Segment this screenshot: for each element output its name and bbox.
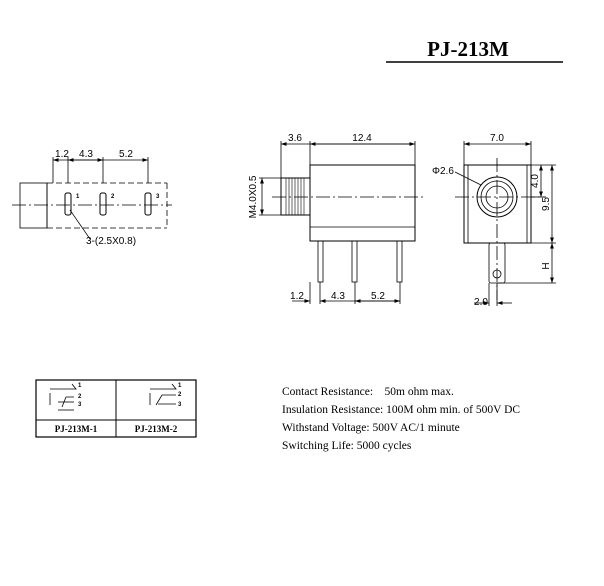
spec-insulation-resistance: Insulation Resistance: 100M ohm min. of …	[282, 404, 520, 416]
dim-bottom-1: 1.2	[55, 149, 69, 160]
slot-callout: 3-(2.5X0.8)	[86, 236, 136, 247]
spec-list: Contact Resistance: 50m ohm max. Insulat…	[282, 386, 520, 452]
variant-1-pin-2: 2	[78, 394, 82, 400]
dim-front-width: 7.0	[490, 133, 504, 144]
dim-side-bottom-1: 1.2	[290, 291, 304, 302]
variant-1-pin-3: 3	[78, 402, 82, 408]
bottom-view	[12, 157, 172, 240]
pin-label-2: 2	[111, 194, 115, 200]
front-view	[454, 141, 556, 306]
variant-table	[35, 379, 197, 438]
variant-2-pin-2: 2	[178, 392, 182, 398]
thread-spec: M4.0X0.5	[248, 175, 259, 218]
dim-front-b: 9.5	[541, 197, 552, 211]
dim-side-flange: 3.6	[288, 133, 302, 144]
variant-2-label: PJ-213M-2	[135, 424, 178, 434]
dim-bottom-2: 4.3	[79, 149, 93, 160]
dim-bottom-3: 5.2	[119, 149, 133, 160]
dim-side-length: 12.4	[352, 133, 372, 144]
variant-1-pin-1: 1	[78, 383, 82, 389]
pin-label-1: 1	[76, 194, 80, 200]
variant-1-pin-labels: 1 2 3	[78, 383, 82, 408]
spec-contact-resistance: Contact Resistance: 50m ohm max.	[282, 386, 454, 398]
part-title: PJ-213M	[427, 37, 509, 61]
variant-2-pin-3: 3	[178, 402, 182, 408]
dim-side-bottom-3: 5.2	[371, 291, 385, 302]
side-view	[259, 141, 424, 304]
spec-switching-life: Switching Life: 5000 cycles	[282, 440, 412, 452]
variant-1-label: PJ-213M-1	[55, 424, 98, 434]
dim-side-bottom-2: 4.3	[331, 291, 345, 302]
variant-2-pin-1: 1	[178, 383, 182, 389]
dim-front-a: 4.0	[530, 174, 541, 188]
spec-withstand-voltage: Withstand Voltage: 500V AC/1 minute	[282, 422, 460, 434]
variant-2-pin-labels: 1 2 3	[178, 383, 182, 408]
dim-front-bottom: 2.0	[474, 297, 488, 308]
dim-front-h: H	[541, 262, 552, 269]
hole-diameter: Φ2.6	[432, 166, 454, 177]
pin-label-3: 3	[156, 194, 160, 200]
